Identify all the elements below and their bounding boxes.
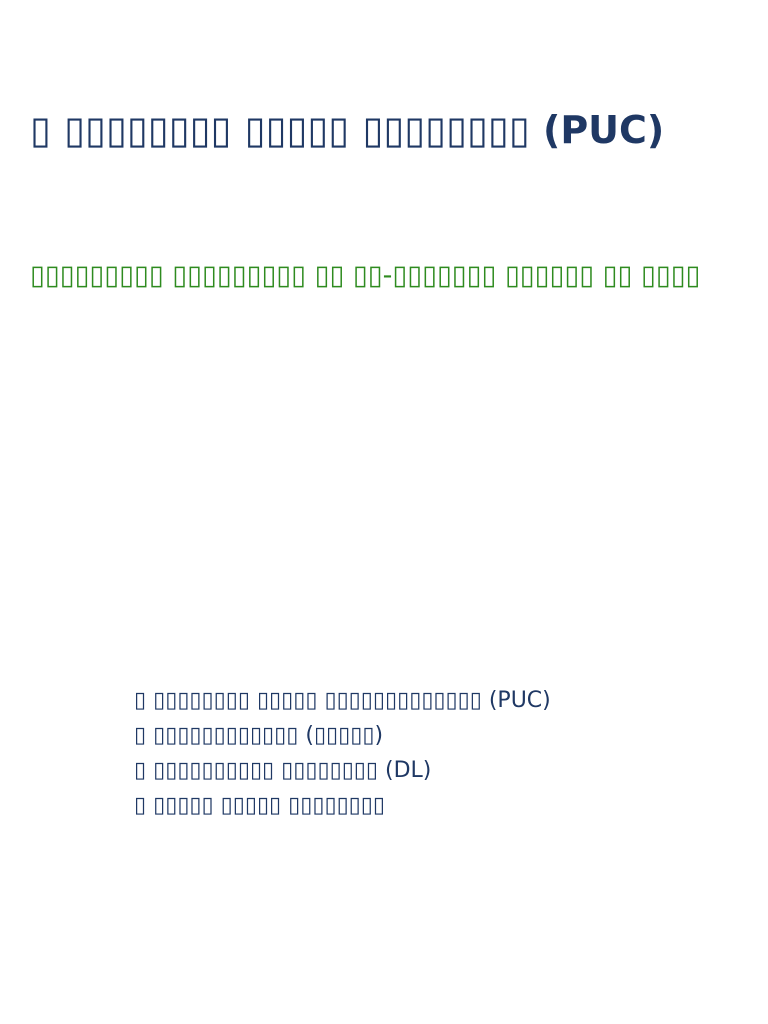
list-item-driving-licence: ▯ ▯▯▯▯▯▯▯▯▯▯ ▯▯▯▯▯▯▯▯ (DL) [134,758,432,783]
list-item-puc-certificate: ▯ ▯▯▯▯▯▯▯▯ ▯▯▯▯▯ ▯▯▯▯▯▯▯▯▯▯▯▯▯ (PUC) [134,688,551,713]
document-list: ▯ ▯▯▯▯▯▯▯▯ ▯▯▯▯▯ ▯▯▯▯▯▯▯▯▯▯▯▯▯ (PUC) ▯ ▯… [134,683,754,823]
page-title: ▯ ▯▯▯▯▯▯▯▯ ▯▯▯▯▯ ▯▯▯▯▯▯▯▯ (PUC) [30,108,665,152]
page-subtitle: ▯▯▯▯▯▯▯▯▯ ▯▯▯▯▯▯▯▯▯ ▯▯ ▯▯-▯▯▯▯▯▯▯ ▯▯▯▯▯▯… [30,260,701,291]
list-item-registration: ▯ ▯▯▯▯▯▯▯▯▯▯▯▯ (▯▯▯▯▯) [134,723,384,748]
list-item-vehicle-insurance: ▯ ▯▯▯▯▯ ▯▯▯▯▯ ▯▯▯▯▯▯▯▯ [134,793,386,818]
